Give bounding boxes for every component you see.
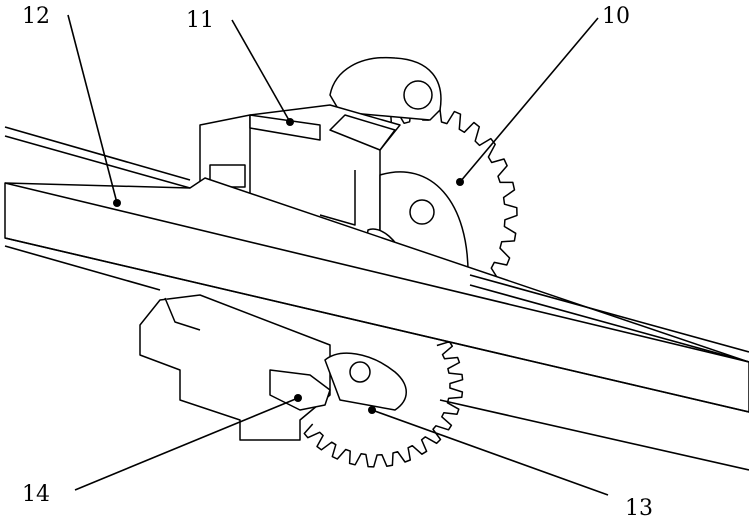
leader-11 [232, 20, 290, 122]
marker-dot-11 [286, 118, 294, 126]
label-10: 10 [602, 4, 630, 29]
leader-12 [68, 15, 117, 203]
marker-dot-10 [456, 178, 464, 186]
label-11: 11 [186, 8, 214, 33]
marker-dot-12 [113, 199, 121, 207]
leader-14 [75, 398, 298, 490]
label-12: 12 [22, 4, 50, 29]
label-14: 14 [22, 482, 50, 507]
label-13: 13 [625, 496, 653, 521]
leader-10 [460, 18, 598, 182]
marker-dot-13 [368, 406, 376, 414]
marker-dot-14 [294, 394, 302, 402]
